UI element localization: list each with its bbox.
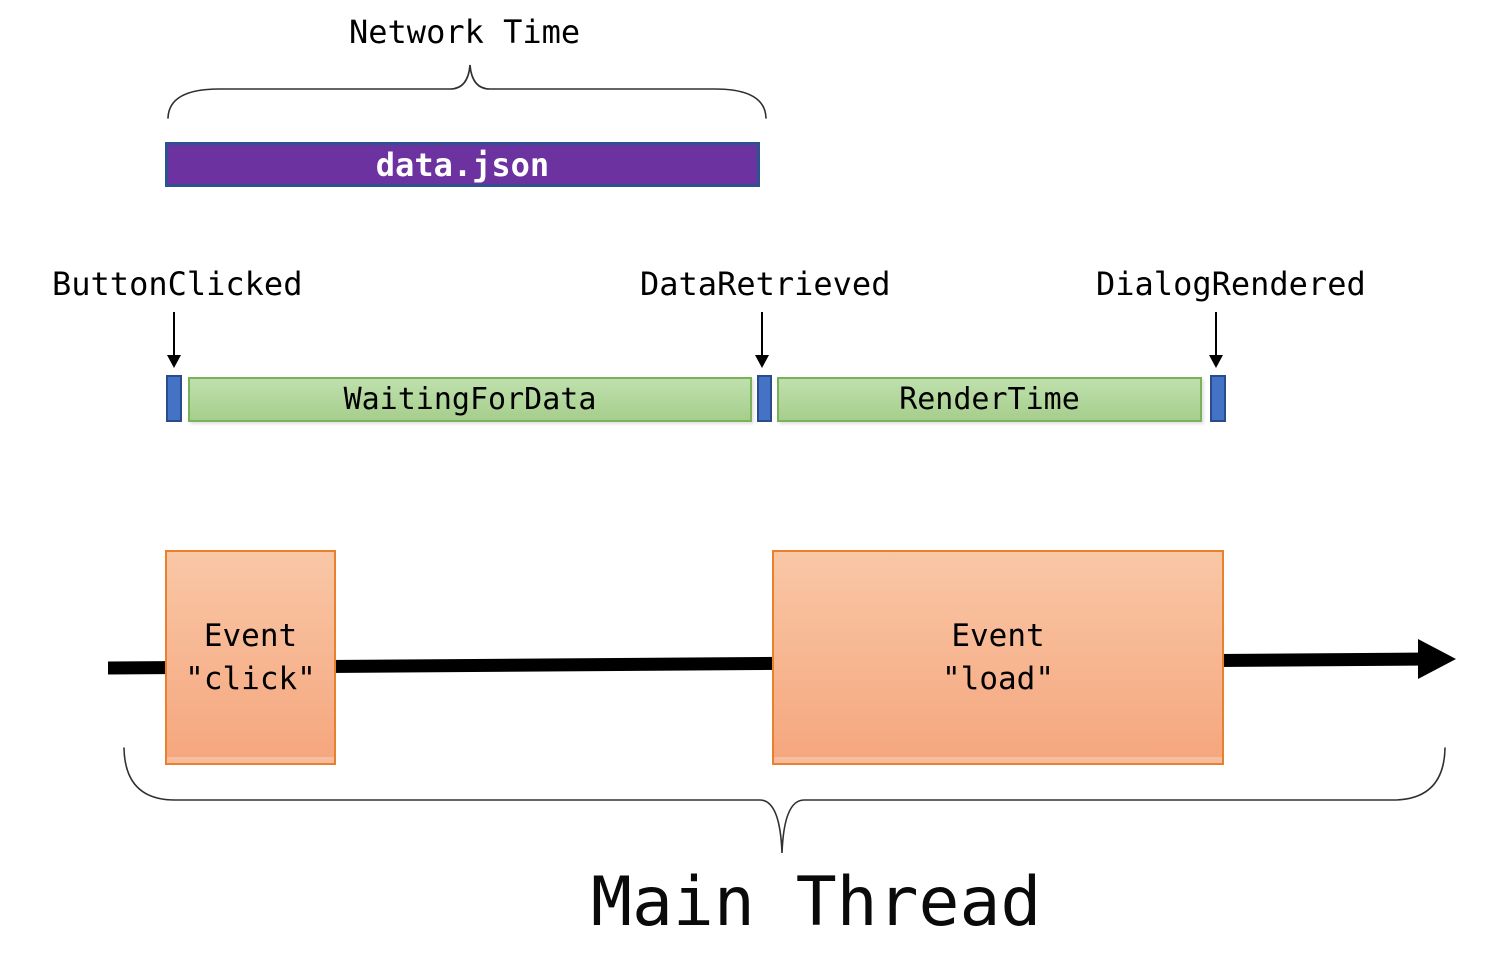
event-box-click-line1: Event (203, 617, 298, 654)
down-arrow-head-1 (167, 355, 181, 368)
event-label-dialogrendered: DialogRendered (1096, 265, 1366, 303)
main-thread-label: Main Thread (591, 863, 1042, 942)
event-marker-dataretrieved (757, 375, 772, 422)
network-request-bar: data.json (165, 142, 760, 187)
event-marker-buttonclicked (166, 375, 182, 422)
down-arrow-head-2 (755, 355, 769, 368)
event-box-load-line2: "load" (942, 660, 1054, 697)
span-bar-rendertime-label: RenderTime (899, 382, 1080, 417)
event-label-buttonclicked: ButtonClicked (52, 265, 303, 303)
event-box-click: Event "click" (165, 550, 336, 765)
event-box-load: Event "load" (772, 550, 1224, 765)
main-thread-brace (123, 747, 1446, 854)
event-box-load-line1: Event (951, 617, 1045, 654)
event-box-click-line2: "click" (185, 660, 316, 697)
down-arrow-line-2 (761, 312, 763, 355)
down-arrow-head-3 (1209, 355, 1223, 368)
span-bar-waitingfordata: WaitingForData (188, 377, 752, 422)
event-marker-dialogrendered (1210, 375, 1226, 422)
down-arrow-line-1 (173, 312, 175, 355)
span-bar-waitingfordata-label: WaitingForData (343, 382, 597, 417)
down-arrow-line-3 (1215, 312, 1217, 355)
span-bar-rendertime: RenderTime (777, 377, 1202, 422)
network-request-bar-label: data.json (375, 145, 550, 184)
network-time-brace (167, 64, 767, 119)
event-label-dataretrieved: DataRetrieved (640, 265, 891, 303)
network-time-label: Network Time (349, 13, 581, 51)
